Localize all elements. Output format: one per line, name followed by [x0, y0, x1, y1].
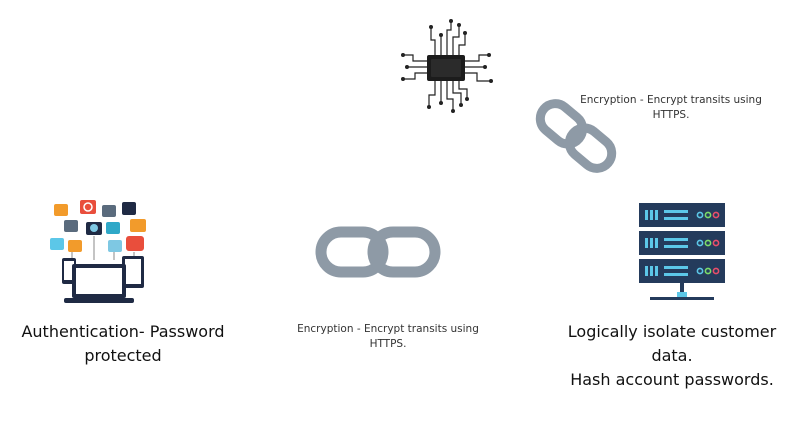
isolate-line1: Logically isolate customer: [567, 322, 777, 341]
isolation-label: Logically isolate customer data. Hash ac…: [552, 320, 788, 392]
isolate-line2: data.: [651, 346, 693, 365]
authentication-label: Authentication- Password protected: [12, 320, 234, 368]
encryption-label-top: Encryption - Encrypt transits using HTTP…: [568, 93, 774, 123]
encryption-top-line2: HTTPS.: [652, 109, 690, 121]
server-rack-icon: [639, 203, 725, 300]
hash-line: Hash account passwords.: [570, 370, 774, 389]
encryption-mid-line1: Encryption - Encrypt transits using: [297, 323, 479, 335]
encryption-mid-line2: HTTPS.: [369, 338, 407, 350]
auth-line2: protected: [84, 346, 162, 365]
chain-link-icon: [315, 226, 441, 278]
encryption-top-line1: Encryption - Encrypt transits using: [580, 94, 762, 106]
auth-line1: Authentication- Password: [21, 322, 225, 341]
chain-link-icon: [535, 99, 617, 173]
cpu-chip-icon: [401, 19, 493, 113]
encryption-label-mid: Encryption - Encrypt transits using HTTP…: [288, 322, 488, 352]
devices-apps-icon: [50, 200, 146, 303]
